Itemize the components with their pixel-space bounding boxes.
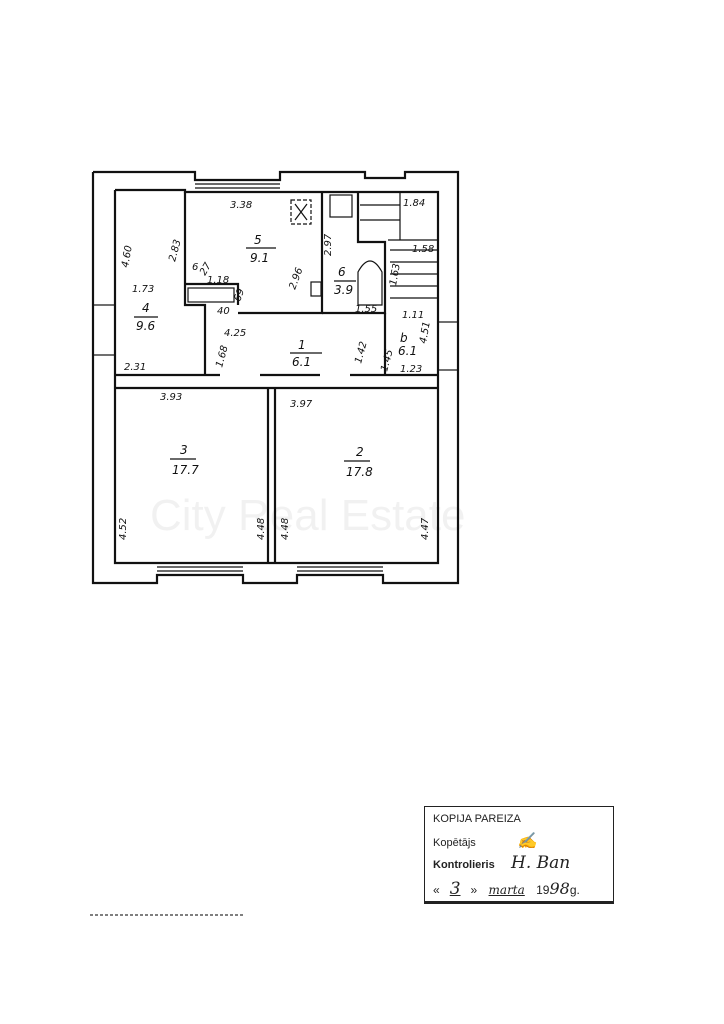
- room-b-number: b: [400, 331, 408, 345]
- stamp-title: KOPIJA PAREIZA: [433, 813, 521, 825]
- svg-text:6: 6: [192, 262, 198, 273]
- interior-walls: [115, 192, 438, 563]
- svg-text:4.48: 4.48: [256, 518, 267, 540]
- svg-text:3.93: 3.93: [160, 392, 182, 403]
- svg-text:1.11: 1.11: [402, 310, 424, 321]
- watermark: City Real Estate: [150, 491, 465, 540]
- stairs: [360, 192, 438, 299]
- copier-signature: ✍: [517, 831, 537, 850]
- svg-text:2.83: 2.83: [167, 238, 183, 262]
- svg-text:1.73: 1.73: [132, 284, 154, 295]
- room-5-area: 9.1: [250, 251, 269, 265]
- room-2-area: 17.8: [346, 465, 373, 479]
- svg-text:1.84: 1.84: [403, 198, 425, 209]
- room-3-number: 3: [180, 443, 188, 457]
- svg-text:4.51: 4.51: [418, 321, 433, 345]
- room-labels: 4 9.6 5 9.1 6 3.9 1 6.1 b 6.1 3 17.7 2 1…: [134, 233, 417, 479]
- room-5-number: 5: [254, 233, 262, 247]
- room-b-area: 6.1: [398, 344, 417, 358]
- room-6-number: 6: [338, 265, 346, 279]
- svg-text:2.31: 2.31: [124, 362, 146, 373]
- certification-stamp: KOPIJA PAREIZA Kopētājs ✍ Kontrolieris H…: [424, 806, 614, 904]
- svg-text:1.42: 1.42: [353, 340, 369, 364]
- outer-walls: [91, 170, 460, 585]
- svg-text:1.45: 1.45: [379, 348, 395, 372]
- svg-text:1.55: 1.55: [355, 304, 377, 315]
- svg-text:69: 69: [232, 287, 247, 303]
- room-1-number: 1: [298, 338, 306, 352]
- svg-text:1.23: 1.23: [400, 364, 422, 375]
- svg-text:1.68: 1.68: [214, 344, 230, 368]
- svg-text:4.48: 4.48: [280, 518, 291, 540]
- svg-text:2.97: 2.97: [323, 233, 334, 256]
- svg-text:4.52: 4.52: [118, 518, 129, 540]
- room-2-number: 2: [356, 445, 364, 459]
- svg-text:1.63: 1.63: [388, 263, 403, 287]
- stamp-date: «3» marta 1998g.: [433, 879, 580, 899]
- svg-text:40: 40: [217, 306, 230, 317]
- dimension-labels: 3.38 2.83 4.60 1.73 2.31 1.18 27 6 69 40…: [118, 198, 434, 540]
- svg-text:1.18: 1.18: [207, 275, 229, 286]
- copier-label: Kopētājs: [433, 837, 476, 849]
- svg-text:4.60: 4.60: [120, 245, 135, 269]
- controller-signature: H. Ban: [511, 853, 571, 873]
- svg-text:4.25: 4.25: [224, 328, 246, 339]
- svg-text:3.97: 3.97: [290, 399, 313, 410]
- room-4-area: 9.6: [136, 319, 155, 333]
- room-6-area: 3.9: [334, 283, 353, 297]
- controller-label: Kontrolieris: [433, 859, 495, 871]
- room-4-number: 4: [142, 301, 150, 315]
- svg-text:4.47: 4.47: [420, 517, 431, 540]
- room-1-area: 6.1: [292, 355, 311, 369]
- room-3-area: 17.7: [172, 463, 199, 477]
- svg-text:1.58: 1.58: [412, 244, 434, 255]
- svg-text:3.38: 3.38: [230, 200, 252, 211]
- svg-text:2.96: 2.96: [287, 266, 305, 291]
